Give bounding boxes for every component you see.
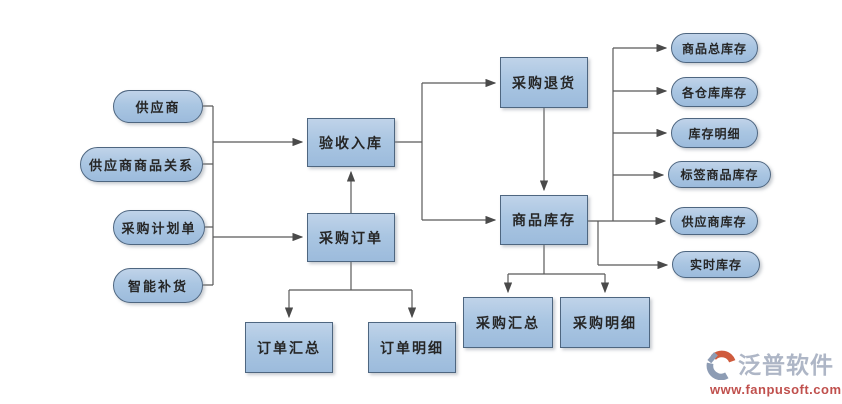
- node-realtime-inventory: 实时库存: [672, 251, 760, 278]
- node-smart-replenishment: 智能补货: [113, 268, 203, 303]
- node-total-goods-inventory: 商品总库存: [671, 33, 758, 63]
- node-purchase-return: 采购退货: [500, 57, 588, 108]
- fanpu-logo-icon: [706, 350, 736, 380]
- node-purchase-detail: 采购明细: [560, 297, 650, 348]
- node-acceptance-warehousing: 验收入库: [307, 118, 395, 167]
- fanpu-logo[interactable]: 泛普软件 www.fanpusoft.com: [706, 350, 842, 398]
- node-purchase-summary: 采购汇总: [463, 297, 553, 348]
- brand-name: 泛普软件: [738, 351, 834, 378]
- node-supplier-goods-relation: 供应商商品关系: [80, 147, 203, 182]
- node-supplier-inventory: 供应商库存: [670, 207, 758, 235]
- connector-lines: [203, 43, 669, 319]
- node-inventory-detail: 库存明细: [671, 118, 758, 148]
- node-purchase-plan: 采购计划单: [113, 210, 205, 245]
- node-supplier: 供应商: [113, 90, 203, 123]
- node-order-summary: 订单汇总: [245, 322, 333, 373]
- node-warehouse-inventory: 各仓库库存: [671, 77, 758, 107]
- logo-gray-arc: [706, 362, 729, 380]
- node-purchase-order: 采购订单: [307, 213, 395, 262]
- node-tag-goods-inventory: 标签商品库存: [668, 161, 771, 188]
- brand-url-link[interactable]: www.fanpusoft.com: [710, 382, 842, 397]
- node-order-detail: 订单明细: [368, 322, 456, 373]
- logo-gray-slash: [707, 352, 718, 364]
- node-goods-inventory: 商品库存: [500, 195, 588, 245]
